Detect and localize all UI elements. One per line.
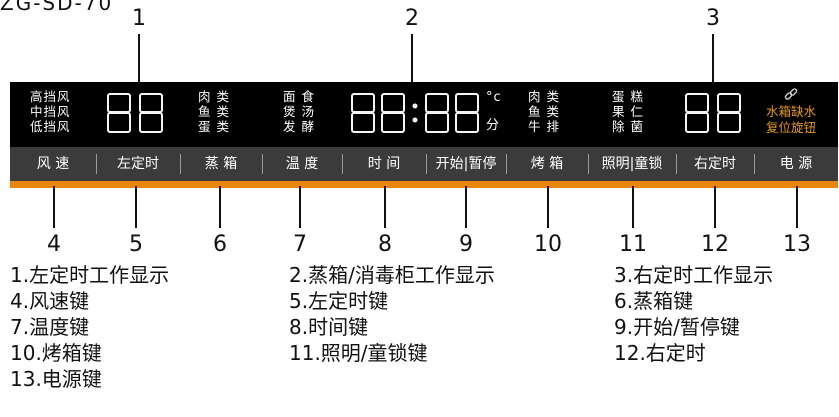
- menu-noodle: 面 食: [283, 89, 315, 104]
- legend-item-8: 8.时间键: [289, 315, 369, 339]
- button-separator: [588, 154, 589, 174]
- callout-1-leader: [138, 34, 140, 84]
- fan-low: 低挡风: [30, 119, 71, 134]
- callout-3: 3: [706, 6, 720, 31]
- callout-11: 11: [619, 232, 647, 257]
- right-timer-digits: [685, 93, 741, 133]
- callout-9-leader: [465, 186, 467, 228]
- time-button[interactable]: 时 间: [367, 156, 401, 172]
- start-pause-button[interactable]: 开始|暂停: [435, 156, 497, 172]
- callout-5-leader: [135, 186, 137, 228]
- menu-steak: 牛 排: [528, 119, 560, 134]
- steam-menu-noodle-soup-dough: 面 食 煲 汤 发 酵: [283, 89, 315, 134]
- menu-sterilize: 除 菌: [612, 119, 644, 134]
- fan-speed-button[interactable]: 风 速: [36, 156, 70, 172]
- legend-item-6: 6.蒸箱键: [614, 289, 694, 313]
- fan-speed-labels: 高挡风 中挡风 低挡风: [30, 89, 71, 134]
- menu-meat: 肉 类: [198, 89, 230, 104]
- callout-6: 6: [213, 232, 227, 257]
- legend-item-10: 10.烤箱键: [10, 341, 102, 365]
- menu-cake: 蛋 糕: [612, 89, 644, 104]
- legend-item-4: 4.风速键: [10, 289, 90, 313]
- callout-5: 5: [129, 232, 143, 257]
- button-separator: [426, 154, 427, 174]
- legend-item-11: 11.照明/童锁键: [289, 341, 428, 365]
- legend-item-5: 5.左定时键: [289, 289, 389, 313]
- callout-3-leader: [712, 34, 714, 84]
- callout-1: 1: [132, 6, 146, 31]
- water-tank-empty-indicator: 水箱缺水: [766, 104, 817, 119]
- light-child-lock-button[interactable]: 照明|童锁: [601, 156, 663, 172]
- callout-11-leader: [632, 186, 634, 228]
- menu-bake-fish: 鱼 类: [528, 104, 560, 119]
- button-separator: [676, 154, 677, 174]
- legend-column-1: 1.左定时工作显示 4.风速键 7.温度键 10.烤箱键 13.电源键: [10, 262, 169, 392]
- callout-12-leader: [714, 186, 716, 228]
- bake-oven-button[interactable]: 烤 箱: [530, 156, 564, 172]
- legend-item-2: 2.蒸箱/消毒柜工作显示: [289, 263, 495, 287]
- steam-menu-meat-fish-egg: 肉 类 鱼 类 蛋 类: [198, 89, 230, 134]
- button-separator: [506, 154, 507, 174]
- right-timer-button[interactable]: 右定时: [694, 156, 736, 172]
- button-separator: [262, 154, 263, 174]
- button-separator: [180, 154, 181, 174]
- unit-minute: 分: [486, 118, 501, 133]
- clock-digits: [351, 93, 479, 133]
- temperature-button[interactable]: 温 度: [285, 156, 319, 172]
- callout-13-leader: [796, 186, 798, 228]
- power-button[interactable]: 电 源: [779, 156, 813, 172]
- reset-knob-indicator: 复位旋钮: [766, 120, 817, 135]
- callout-4: 4: [47, 232, 61, 257]
- button-separator: [754, 154, 755, 174]
- legend-item-13: 13.电源键: [10, 367, 102, 391]
- callout-8-leader: [384, 186, 386, 228]
- bake-menu-cake-nut-sterilize: 蛋 糕 果 仁 除 菌: [612, 89, 644, 134]
- callout-13: 13: [783, 232, 811, 257]
- callout-12: 12: [701, 232, 729, 257]
- bake-menu-meat-fish-steak: 肉 类 鱼 类 牛 排: [528, 89, 560, 134]
- left-timer-button[interactable]: 左定时: [117, 156, 159, 172]
- menu-nut: 果 仁: [612, 104, 644, 119]
- legend-item-7: 7.温度键: [10, 315, 90, 339]
- menu-ferment: 发 酵: [283, 119, 315, 134]
- callout-10: 10: [534, 232, 562, 257]
- legend-item-12: 12.右定时: [614, 341, 706, 365]
- menu-bake-meat: 肉 类: [528, 89, 560, 104]
- fan-high: 高挡风: [30, 89, 71, 104]
- menu-egg: 蛋 类: [198, 119, 230, 134]
- left-timer-digits: [107, 93, 163, 133]
- callout-7-leader: [299, 186, 301, 228]
- steam-oven-button[interactable]: 蒸 箱: [204, 156, 238, 172]
- link-icon: [784, 88, 798, 100]
- button-separator: [96, 154, 97, 174]
- callout-9: 9: [459, 232, 473, 257]
- callout-8: 8: [378, 232, 392, 257]
- legend-item-3: 3.右定时工作显示: [614, 263, 774, 287]
- panel-accent-strip: [10, 181, 838, 188]
- callout-7: 7: [293, 232, 307, 257]
- callout-6-leader: [219, 186, 221, 228]
- menu-soup: 煲 汤: [283, 104, 315, 119]
- callout-10-leader: [547, 186, 549, 228]
- button-separator: [342, 154, 343, 174]
- legend-item-1: 1.左定时工作显示: [10, 263, 170, 287]
- unit-celsius: °c: [486, 90, 502, 105]
- callout-2-leader: [411, 34, 413, 84]
- model-number: ZG-SD-70: [0, 0, 114, 15]
- callout-4-leader: [53, 186, 55, 228]
- legend-item-9: 9.开始/暂停键: [614, 315, 740, 339]
- button-bar: [10, 147, 838, 181]
- legend-column-2: 2.蒸箱/消毒柜工作显示 5.左定时键 8.时间键 11.照明/童锁键: [289, 262, 495, 366]
- callout-2: 2: [405, 6, 419, 31]
- menu-fish: 鱼 类: [198, 104, 230, 119]
- legend-column-3: 3.右定时工作显示 6.蒸箱键 9.开始/暂停键 12.右定时: [614, 262, 773, 366]
- fan-mid: 中挡风: [30, 104, 71, 119]
